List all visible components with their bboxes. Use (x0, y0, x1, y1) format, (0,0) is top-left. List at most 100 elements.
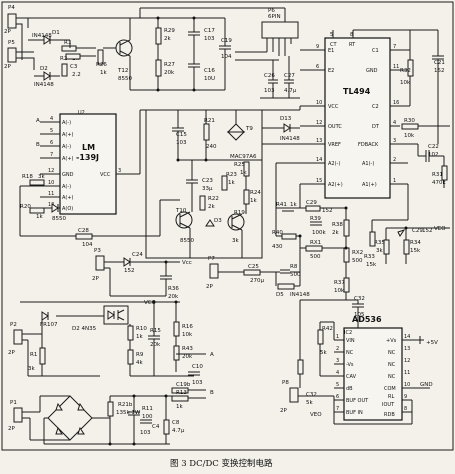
svg-text:103: 103 (204, 36, 215, 42)
svg-text:R31: R31 (432, 172, 443, 178)
svg-text:R1: R1 (64, 40, 71, 46)
svg-text:7: 7 (336, 406, 339, 412)
svg-text:1k: 1k (290, 202, 297, 208)
svg-text:IN4148: IN4148 (34, 82, 54, 88)
resistor-r30 (401, 123, 419, 130)
svg-text:LM: LM (82, 143, 95, 152)
svg-text:105: 105 (354, 312, 365, 318)
svg-text:R23: R23 (226, 172, 237, 178)
gnd-label: GND (420, 382, 433, 388)
svg-text:1k: 1k (136, 334, 143, 340)
svg-text:10U: 10U (204, 76, 215, 82)
feedback-network: R41 1k C29 152 R39 100k R40 430 R38 2k R… (272, 162, 409, 300)
svg-text:C8: C8 (172, 420, 180, 426)
svg-text:152: 152 (422, 228, 433, 234)
svg-text:D2 4N35: D2 4N35 (72, 326, 97, 332)
svg-text:2k: 2k (208, 204, 215, 210)
ad536-label: AD536 (352, 315, 382, 324)
svg-text:20k: 20k (182, 354, 193, 360)
tl494-label: TL494 (343, 87, 371, 96)
resistor-r1 (61, 45, 77, 52)
tl494-right-network: R32 10k C21 152 R30 10k C22 102 R31 470k (353, 29, 450, 188)
svg-text:430: 430 (272, 244, 283, 250)
resistor-r29 (155, 27, 162, 45)
svg-text:100: 100 (142, 414, 153, 420)
svg-text:5k: 5k (306, 400, 313, 406)
svg-text:1: 1 (393, 178, 396, 184)
resistor-r24 (243, 189, 250, 205)
resistor-r16 (173, 321, 180, 337)
resistor-r11 (107, 401, 114, 417)
svg-text:C22: C22 (428, 144, 439, 150)
svg-text:6: 6 (316, 64, 319, 70)
svg-text:240: 240 (206, 144, 217, 150)
svg-text:E2: E2 (328, 68, 334, 74)
svg-text:A(+): A(+) (62, 156, 74, 162)
svg-text:IOUT: IOUT (382, 402, 395, 408)
svg-text:C29: C29 (306, 200, 317, 206)
svg-text:T12: T12 (117, 68, 128, 74)
resistor-r9 (127, 349, 134, 365)
svg-text:C32: C32 (354, 296, 365, 302)
svg-text:11: 11 (404, 370, 410, 376)
connector-p4 (7, 13, 17, 29)
connector-p3 (95, 255, 105, 271)
svg-text:14: 14 (316, 157, 322, 163)
svg-text:CT: CT (330, 42, 337, 48)
diode-fr107 (41, 311, 49, 321)
port-b-label: B (210, 390, 214, 396)
svg-text:9: 9 (316, 44, 319, 50)
resistor-r41 (305, 205, 321, 212)
connector-p8 (289, 387, 299, 403)
svg-text:3: 3 (336, 358, 339, 364)
resistor-r18 (29, 207, 45, 214)
transistor-t11 (227, 213, 245, 231)
svg-text:1k: 1k (36, 214, 43, 220)
ad536-input-network: C32 105 R42 5k C32 5k P8 2P VEO (280, 296, 413, 425)
svg-text:D2: D2 (40, 66, 48, 72)
resistor-r12 (171, 395, 189, 402)
svg-text:11: 11 (393, 64, 399, 70)
svg-text:IN4148: IN4148 (280, 136, 300, 142)
resistor-r10 (127, 325, 134, 341)
svg-text:NC: NC (388, 362, 396, 368)
svg-text:2P: 2P (92, 276, 99, 282)
svg-text:R43: R43 (182, 346, 193, 352)
timing-caps: C26 103 C27 4.7μ (260, 56, 300, 99)
svg-text:D1: D1 (52, 30, 60, 36)
svg-text:8: 8 (404, 406, 407, 412)
bridge-rectifier (47, 395, 93, 441)
svg-text:P1: P1 (10, 400, 17, 406)
svg-text:2k: 2k (164, 36, 171, 42)
svg-text:R36: R36 (168, 286, 179, 292)
resistor-r22 (199, 195, 206, 211)
bridge-rectifier-section: P1 2P R21b 135k 1W R11 100 C4 103 C8 4.7… (8, 390, 206, 445)
transistor-t12-stage: R26 1k T12 8550 (96, 18, 168, 91)
svg-text:3: 3 (393, 138, 396, 144)
svg-text:E1: E1 (328, 48, 334, 54)
lm139-body (59, 113, 117, 215)
transistor-t12 (115, 39, 133, 57)
svg-text:C25: C25 (248, 264, 259, 270)
svg-text:OUTC: OUTC (328, 124, 342, 130)
svg-text:12: 12 (48, 168, 54, 174)
svg-text:1k: 1k (240, 170, 247, 176)
svg-text:VCC: VCC (100, 172, 111, 178)
svg-text:4.7μ: 4.7μ (284, 88, 297, 94)
svg-text:R20: R20 (20, 204, 31, 210)
resistor-r33 (403, 239, 410, 255)
svg-text:103: 103 (192, 380, 203, 386)
svg-text:C3: C3 (70, 64, 78, 70)
resistor-r19 (29, 179, 45, 186)
svg-text:GND: GND (366, 68, 378, 74)
svg-text:R30: R30 (404, 118, 415, 124)
svg-text:A(+): A(+) (62, 132, 74, 138)
svg-text:A(-): A(-) (62, 120, 71, 126)
svg-text:P6: P6 (268, 8, 275, 14)
svg-text:NC: NC (388, 350, 396, 356)
svg-text:R35: R35 (374, 240, 385, 246)
svg-text:3k: 3k (232, 238, 239, 244)
svg-text:2k: 2k (332, 230, 339, 236)
svg-text:13: 13 (316, 138, 322, 144)
svg-text:RL: RL (388, 394, 394, 400)
